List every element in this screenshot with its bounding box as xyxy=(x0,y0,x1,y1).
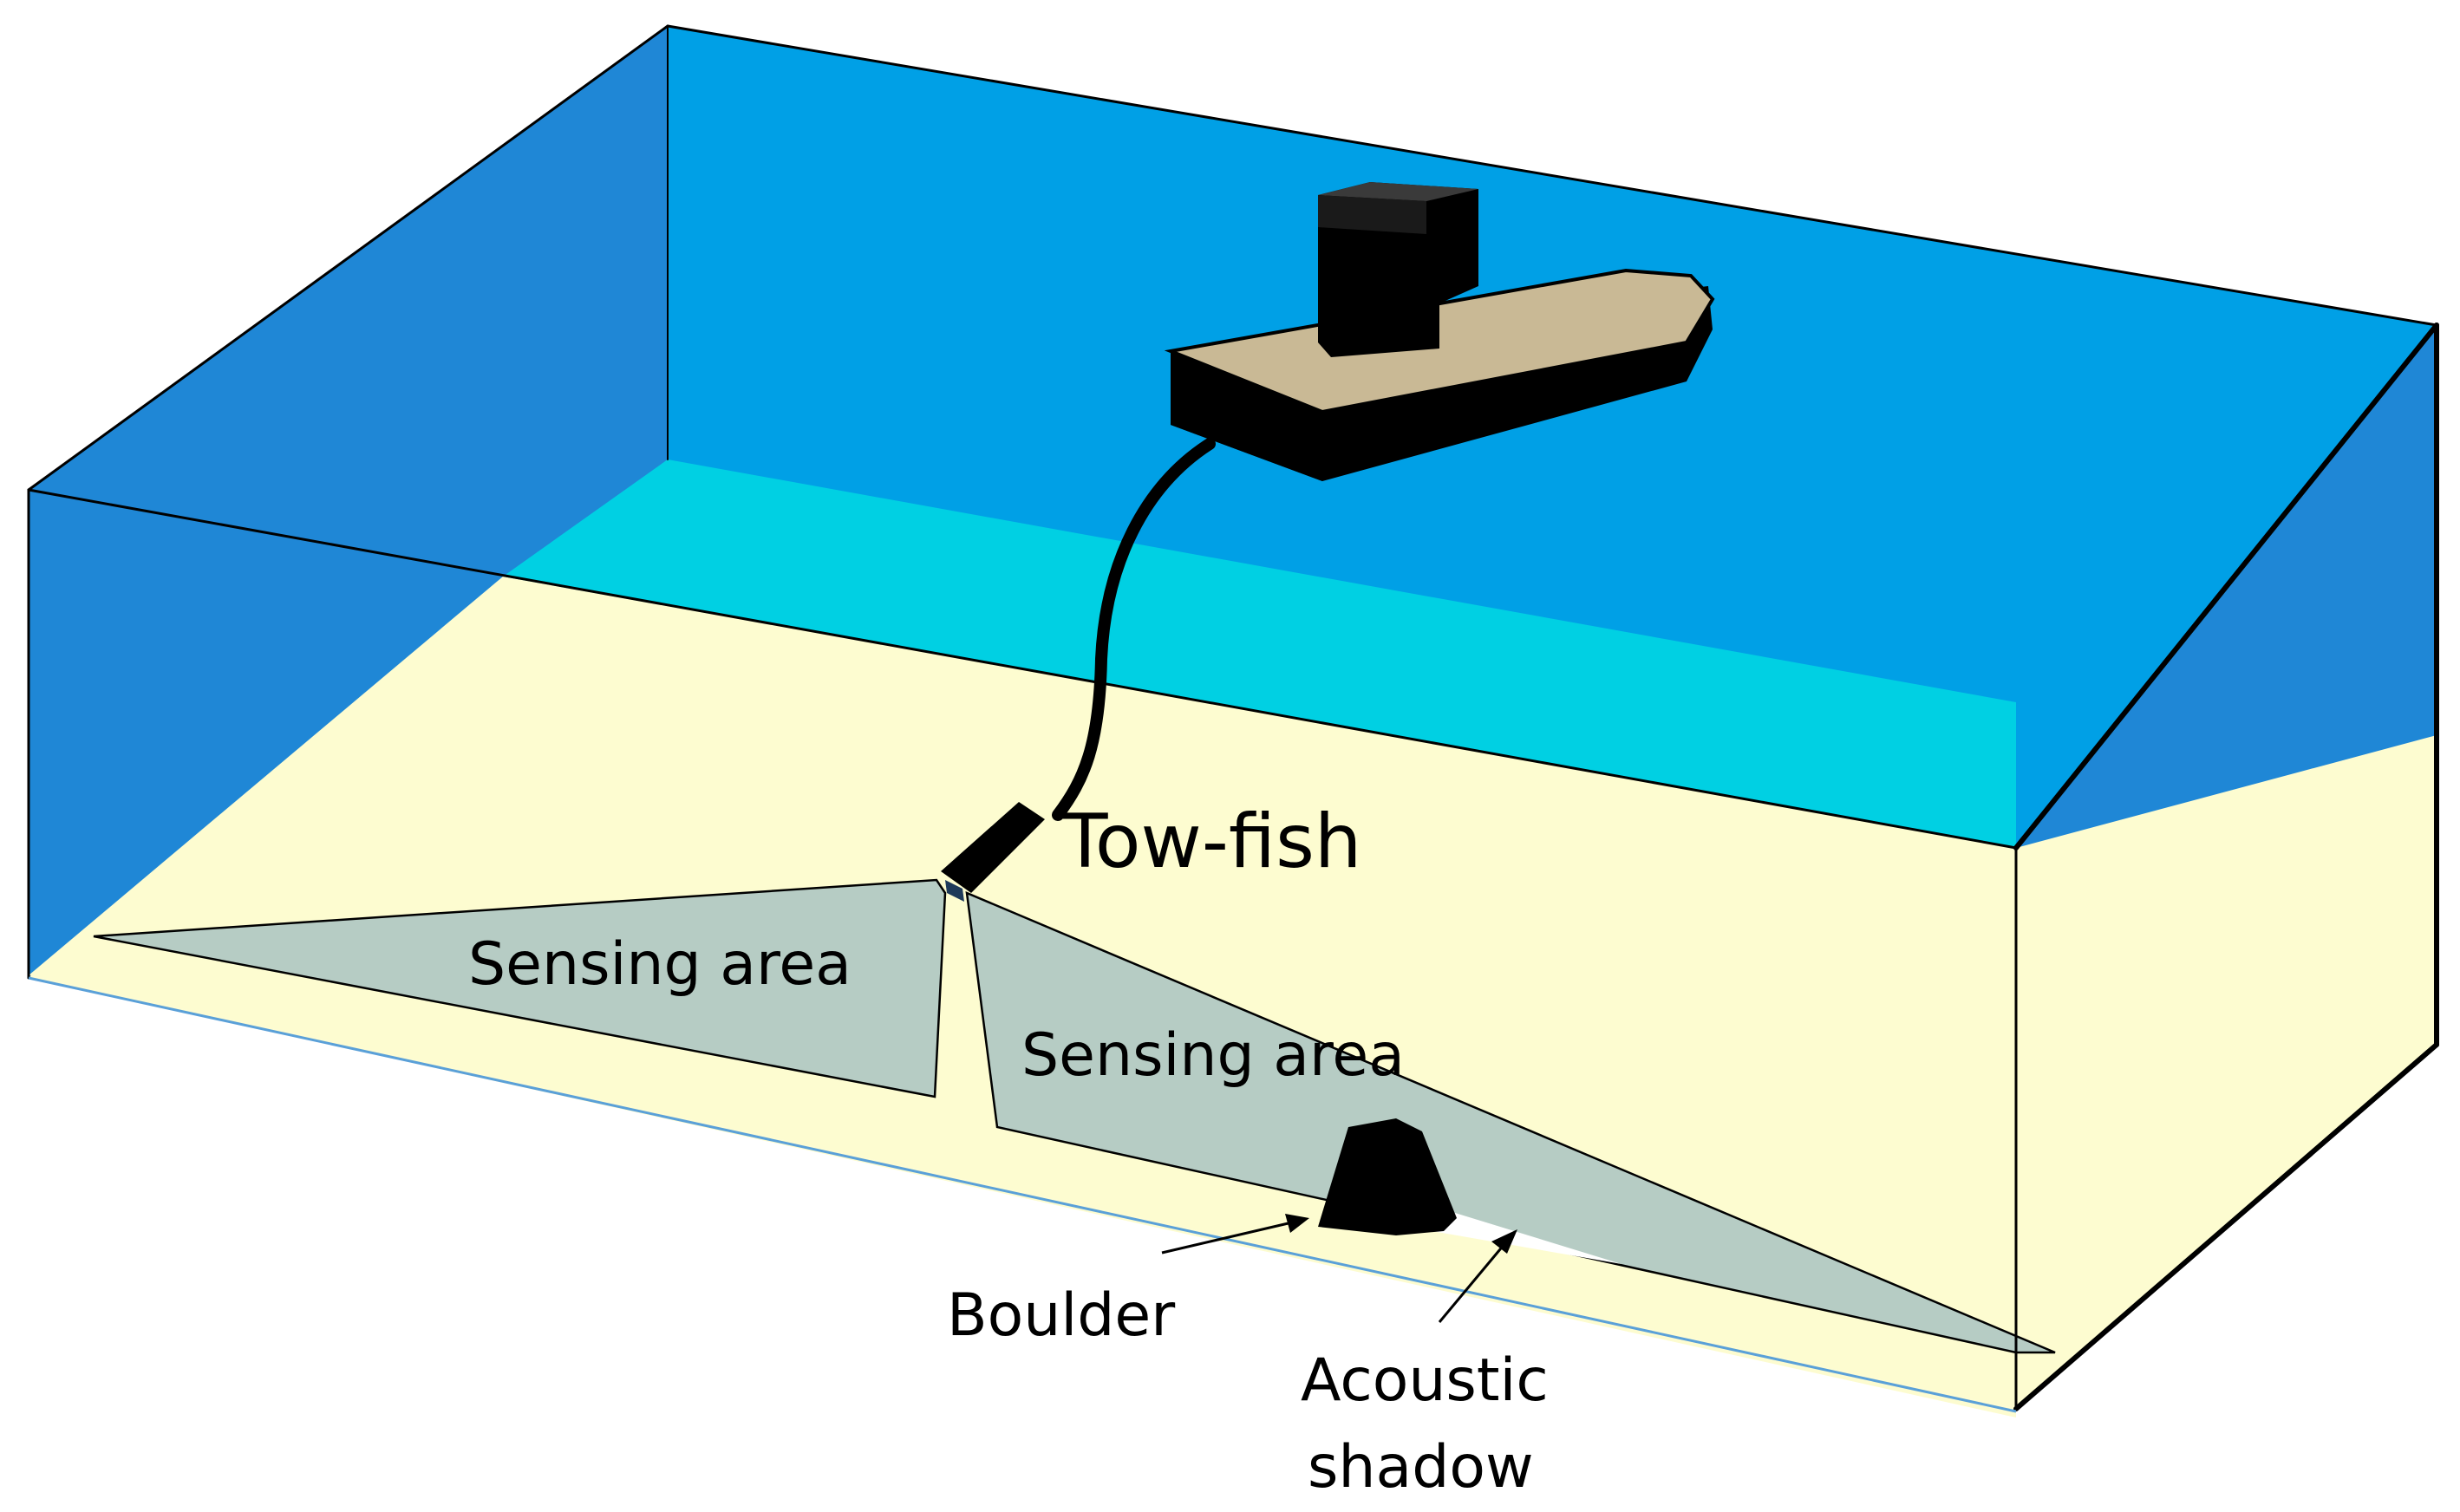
water-back-wall xyxy=(668,26,2437,848)
boulder-label: Boulder xyxy=(947,1281,1175,1350)
tow-cable xyxy=(1052,438,1216,821)
sensing-area-left-label: Sensing area xyxy=(468,930,852,999)
water-bottom-band xyxy=(503,459,2016,848)
tank-outline xyxy=(27,24,2439,1411)
acoustic-shadow-label-line2: shadow xyxy=(1308,1433,1534,1502)
acoustic-shadow-pointer xyxy=(1438,1229,1517,1323)
acoustic-shadow-label-line1: Acoustic xyxy=(1301,1346,1549,1415)
survey-boat xyxy=(1164,182,1715,481)
water-left-wall xyxy=(29,26,668,978)
right-wall-seabed xyxy=(2016,735,2437,1409)
acoustic-shadow xyxy=(1409,1209,1622,1264)
tow-fish xyxy=(941,802,1045,902)
sensing-area-left xyxy=(93,878,947,1098)
boulder xyxy=(1318,1118,1457,1235)
seabed-front-edge xyxy=(28,976,2017,1413)
sensing-area-right-label: Sensing area xyxy=(1021,1021,1405,1090)
boulder-pointer xyxy=(1161,1214,1309,1255)
tow-fish-label: Tow-fish xyxy=(1061,798,1361,885)
acoustic-shadow-fill xyxy=(1422,1214,1622,1264)
